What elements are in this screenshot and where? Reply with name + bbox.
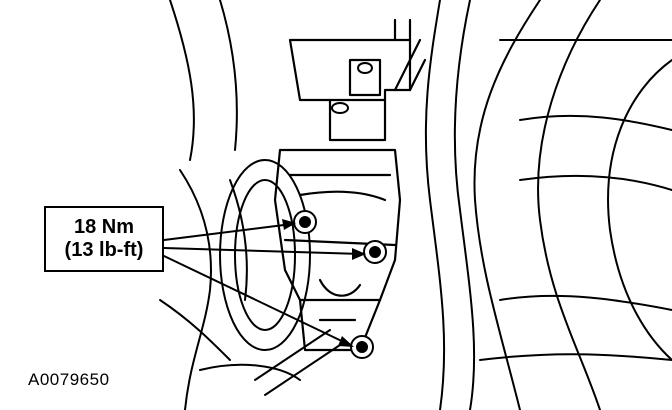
pulley-housing [219,159,311,351]
torque-callout: 18 Nm (13 lb-ft) [44,206,164,272]
arrow-icon [163,223,363,346]
torque-imperial: (13 lb-ft) [64,239,144,261]
mount-bracket [273,18,427,352]
torque-metric: 18 Nm [73,216,135,238]
lower-pipe [254,329,341,396]
background-hoses [424,0,672,410]
bolt-icon [293,210,387,359]
left-hoses [159,0,301,410]
arrowheads [282,219,366,347]
bracket-holes [331,62,373,114]
figure-id: A0079650 [28,370,110,389]
